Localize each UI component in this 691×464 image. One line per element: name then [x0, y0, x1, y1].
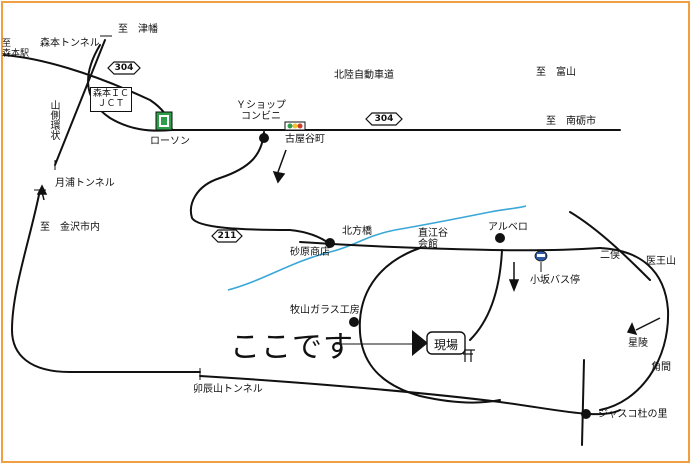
arrow-koyadani-head: [272, 170, 286, 184]
arrow-seiryo-line: [635, 317, 661, 331]
road-211-winding: [190, 131, 331, 245]
label-to-kanazawa: 至 金沢市内: [40, 222, 100, 233]
road-yamagawa-lower: [10, 189, 201, 373]
road-main-east: [299, 241, 601, 252]
label-to-morimoto-station: 至 森本駅: [2, 39, 30, 59]
road-morimoto-station: [3, 54, 173, 131]
jct-box: 森本ＩＣ ＪＣＴ: [90, 87, 133, 112]
label-to-toyama: 至 富山: [536, 67, 576, 78]
label-hokuriku-expressway: 北陸自動車道: [334, 70, 394, 81]
route-304-lower: 304: [374, 114, 394, 124]
route-shield-211: [211, 229, 243, 243]
road-futamata-branch: [569, 211, 651, 281]
road-alberobello: [469, 249, 503, 341]
genba-box: [426, 331, 466, 355]
route-shield-304b: [365, 112, 403, 126]
label-naoedani: 直江谷 会館: [418, 228, 448, 250]
label-yamagawa-kanjo: 山側環状: [48, 100, 59, 140]
road-yamagawa-upper: [54, 39, 106, 166]
label-morimoto-tunnel: 森本トンネル: [40, 38, 100, 49]
label-genba: 現場: [434, 338, 459, 352]
label-utatsuyama-tunnel: 卯辰山トンネル: [193, 384, 263, 395]
route-304-upper: 304: [114, 63, 134, 73]
label-ozaka-bus: 小坂バス停: [530, 275, 580, 286]
label-kitakata-bridge: 北方橋: [342, 226, 372, 237]
sunahara-dot: [325, 238, 335, 248]
label-kakuma: 角間: [651, 362, 671, 373]
label-sunahara: 砂原商店: [290, 247, 330, 258]
label-to-tsubata: 至 津幡: [118, 24, 158, 35]
label-iozan: 医王山: [646, 256, 676, 267]
alberobello-dot: [495, 233, 505, 243]
label-lawson: ローソン: [150, 136, 190, 147]
arrow-alberobello-head: [508, 279, 520, 293]
label-jusco: ジャスコ杜の里: [598, 409, 668, 420]
label-koko-desu: ここです: [230, 330, 354, 365]
label-alberobello: アルベロ: [488, 222, 528, 233]
convenience-store-icon: [155, 111, 173, 131]
label-futamata: 二俣: [600, 250, 620, 261]
traffic-signal-icon: [284, 121, 306, 131]
river: [227, 205, 527, 291]
label-seiryo: 星陵: [628, 338, 648, 349]
route-211: 211: [217, 231, 237, 241]
road-jct-loop: [87, 44, 173, 132]
label-tsukiura-tunnel: 月浦トンネル: [55, 178, 115, 189]
arrow-tsukiura-head: [36, 184, 48, 195]
bus-stop-icon: [534, 250, 548, 262]
label-koyadani: 古屋谷町: [285, 134, 325, 145]
road-utatsuyama: [199, 375, 621, 416]
label-y-shop: Ｙショップ コンビニ: [236, 100, 286, 122]
arrow-koyadani-line: [277, 149, 287, 173]
road-jusco: [581, 359, 585, 446]
road-east-loop: [599, 247, 670, 411]
label-to-tonami: 至 南砺市: [546, 116, 596, 127]
arrow-seiryo-head: [626, 322, 638, 336]
jusco-dot: [581, 409, 591, 419]
route-shield-304a: [107, 61, 141, 75]
lawson-dot: [259, 133, 269, 143]
makiyama-dot: [349, 317, 359, 327]
pointer-triangle-icon: [412, 330, 428, 356]
label-makiyama-glass: 牧山ガラス工房: [290, 305, 360, 316]
road-makiyama-loop: [358, 247, 501, 404]
